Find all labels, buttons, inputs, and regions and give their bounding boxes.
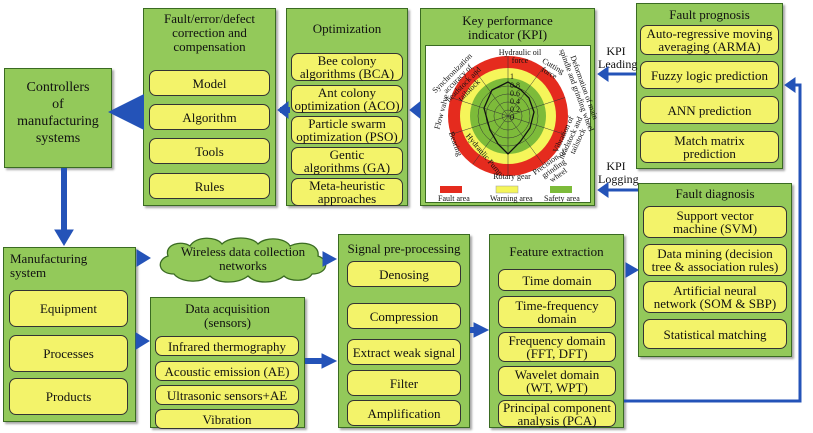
feature-extraction-panel: Feature extraction Time domain Time-freq… <box>489 234 624 428</box>
radar-grid <box>450 56 566 176</box>
controllers-title: Controllers of manufacturing systems <box>17 80 99 146</box>
radar-axis-label: Hydraulic oil force <box>498 48 542 65</box>
prognosis-item-arma: Auto-regressive moving averaging (ARMA) <box>640 25 779 55</box>
sensor-item-vibration: Vibration <box>155 409 299 429</box>
radar-tick: 0.8 <box>510 81 520 90</box>
kpi-chart-area: 1 0.8 0.6 0.4 0.2 0 Hydraulic oil force … <box>425 45 600 203</box>
manufacturing-item-processes: Processes <box>9 335 128 372</box>
preprocess-item-compression: Compression <box>347 303 461 329</box>
sensor-item-ultrasonic: Ultrasonic sensors+AE <box>155 385 299 405</box>
kpi-radar-chart <box>440 56 572 194</box>
optimization-panel: Optimization Bee colony algorithms (BCA)… <box>286 8 408 206</box>
radar-tick: 0 <box>510 113 514 122</box>
fault-prognosis-panel: Fault prognosis Auto-regressive moving a… <box>636 3 783 169</box>
preprocess-item-denosing: Denosing <box>347 261 461 287</box>
arrowhead-manufacturing-to-wireless <box>136 249 151 267</box>
feature-item-pca: Principal component analysis (PCA) <box>498 400 616 427</box>
optimization-item-bca: Bee colony algorithms (BCA) <box>291 53 403 81</box>
arrowhead-preprocessing-to-feature <box>473 322 490 338</box>
kpi-title: Key performance indicator (KPI) <box>462 13 553 42</box>
signal-preprocessing-panel: Signal pre-processing Denosing Compressi… <box>338 234 470 428</box>
optimization-title: Optimization <box>312 21 382 36</box>
optimization-item-ga: Gentic algorithms (GA) <box>291 147 403 175</box>
cloud-shape <box>159 237 327 283</box>
correction-item-tools: Tools <box>149 138 270 164</box>
radar-tick: 0.2 <box>510 105 520 114</box>
preprocess-item-filter: Filter <box>347 370 461 396</box>
manufacturing-item-products: Products <box>9 378 128 415</box>
wireless-title: Wireless data collection networks <box>180 244 306 273</box>
feature-extraction-title: Feature extraction <box>509 244 604 259</box>
preprocess-item-extract: Extract weak signal <box>347 339 461 365</box>
radar-tick: 1 <box>510 72 514 81</box>
legend-safety-label: Safety area <box>544 194 580 203</box>
feature-item-wavelet: Wavelet domain (WT, WPT) <box>498 366 616 396</box>
arrowhead-manufacturing-to-sensors <box>135 332 150 350</box>
correction-item-algorithm: Algorithm <box>149 104 270 130</box>
arrowhead-controllers-to-manufacturing <box>54 229 74 246</box>
data-acquisition-title: Data acquisition (sensors) <box>185 301 270 330</box>
optimization-item-aco: Ant colony optimization (ACO) <box>291 85 403 113</box>
fault-prognosis-title: Fault prognosis <box>669 7 750 22</box>
diagnosis-item-ann: Artificial neural network (SOM & SBP) <box>643 281 787 313</box>
fault-diagnosis-panel: Fault diagnosis Support vector machine (… <box>638 183 792 357</box>
fault-correction-title: Fault/error/defect correction and compen… <box>164 11 255 54</box>
sensor-item-acoustic: Acoustic emission (AE) <box>155 361 299 381</box>
wireless-network-cloud: Wireless data collection networks <box>152 234 334 284</box>
feature-item-time-frequency: Time-frequency domain <box>498 296 616 328</box>
optimization-item-pso: Particle swarm optimization (PSO) <box>291 116 403 144</box>
signal-preprocessing-title: Signal pre-processing <box>347 241 461 256</box>
preprocess-item-amplification: Amplification <box>347 400 461 426</box>
arrowhead-feature-to-diagnosis <box>625 262 639 278</box>
fault-diagnosis-title: Fault diagnosis <box>675 186 755 201</box>
diagnosis-item-svm: Support vector machine (SVM) <box>643 206 787 238</box>
prognosis-item-ann: ANN prediction <box>640 96 779 124</box>
manufacturing-system-title: Manufacturing system <box>10 251 88 280</box>
feature-item-time: Time domain <box>498 269 616 291</box>
prognosis-item-match-matrix: Match matrix prediction <box>640 131 779 163</box>
radar-axis-label: Rotary gear <box>493 172 531 181</box>
legend-warning-swatch <box>495 185 519 194</box>
data-acquisition-panel: Data acquisition (sensors) Infrared ther… <box>150 297 305 429</box>
controllers-box: Controllers of manufacturing systems <box>4 68 112 168</box>
arrowhead-loop-to-prognosis <box>784 77 796 93</box>
legend-fault-label: Fault area <box>438 194 470 203</box>
correction-item-rules: Rules <box>149 173 270 199</box>
fault-correction-panel: Fault/error/defect correction and compen… <box>143 8 276 206</box>
prognosis-item-fuzzy: Fuzzy logic prediction <box>640 61 779 89</box>
sensor-item-infrared: Infrared thermography <box>155 336 299 356</box>
diagnosis-item-data-mining: Data mining (decision tree & association… <box>643 244 787 276</box>
legend-fault-swatch <box>440 186 462 193</box>
arrowhead-kpi-to-optimization <box>409 100 421 120</box>
arrowhead-sensors-to-preprocessing <box>321 353 338 369</box>
legend-warning-label: Warning area <box>490 194 533 203</box>
diagnosis-item-statistical: Statistical matching <box>643 319 787 349</box>
manufacturing-system-panel: Manufacturing system Equipment Processes… <box>3 247 136 422</box>
kpi-logging-label: KPI Logging <box>598 159 639 186</box>
kpi-data-polygon <box>483 81 535 155</box>
radar-tick: 0.6 <box>510 89 520 98</box>
kpi-panel: Key performance indicator (KPI) 1 0 <box>420 8 600 206</box>
radar-tick: 0.4 <box>510 97 520 106</box>
feature-item-frequency: Frequency domain (FFT, DFT) <box>498 332 616 362</box>
optimization-item-meta: Meta-heuristic approaches <box>291 178 403 206</box>
legend-safety-swatch <box>550 186 572 193</box>
correction-item-model: Model <box>149 70 270 96</box>
kpi-leading-label: KPI Leading <box>598 44 638 71</box>
manufacturing-item-equipment: Equipment <box>9 290 128 327</box>
